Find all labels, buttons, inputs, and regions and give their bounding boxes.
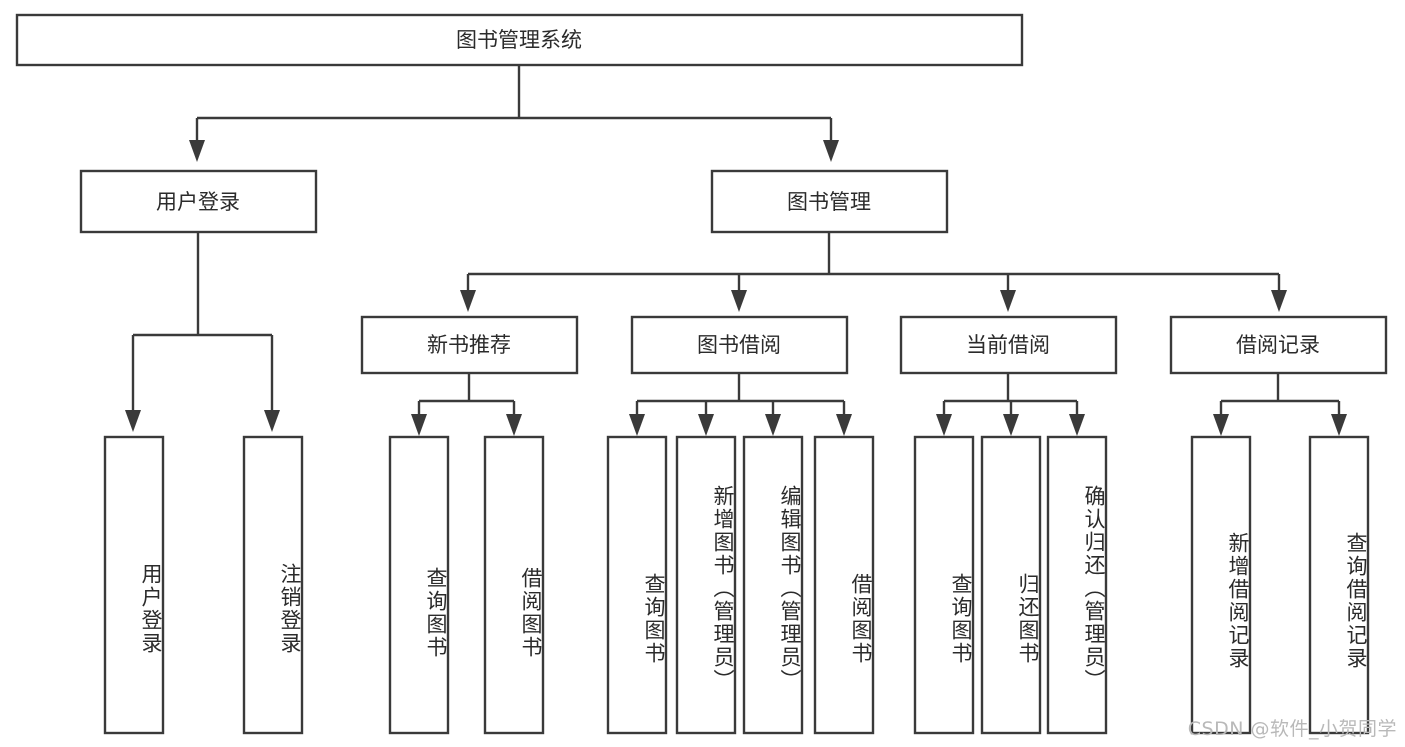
arrow-current-borrow-leaf-2 — [1003, 414, 1019, 436]
node-label-book-borrow: 图书借阅 — [697, 333, 781, 357]
arrow-to-book-mgmt — [823, 140, 839, 162]
leaf-box-current-borrow-2[interactable] — [980, 435, 1042, 735]
leaf-box-user-login-2[interactable] — [242, 435, 304, 735]
arrow-current-borrow-leaf-1 — [936, 414, 952, 436]
arrow-book-borrow-leaf-4 — [836, 414, 852, 436]
node-box-current-borrow[interactable] — [899, 315, 1118, 375]
arrow-book-borrow-leaf-3 — [765, 414, 781, 436]
arrow-to-book-borrow — [731, 290, 747, 312]
arrow-current-borrow-leaf-3 — [1069, 414, 1085, 436]
leaf-box-current-borrow-3[interactable] — [1046, 435, 1108, 735]
leaf-box-new-book-1[interactable] — [388, 435, 450, 735]
leaf-box-user-login-1[interactable] — [103, 435, 165, 735]
node-label-book-management: 图书管理 — [787, 190, 871, 214]
leaf-box-new-book-2[interactable] — [483, 435, 545, 735]
arrow-user-login-leaf-2 — [264, 410, 280, 432]
root-node-label: 图书管理系统 — [456, 28, 582, 52]
node-label-current-borrow: 当前借阅 — [966, 333, 1050, 357]
node-label-new-book-recommend: 新书推荐 — [427, 333, 511, 357]
arrow-user-login-leaf-1 — [125, 410, 141, 432]
arrow-to-current-borrow — [1000, 290, 1016, 312]
leaf-box-book-borrow-3[interactable] — [742, 435, 804, 735]
arrow-new-book-leaf-1 — [411, 414, 427, 436]
node-box-book-borrow[interactable] — [630, 315, 849, 375]
arrow-new-book-leaf-2 — [506, 414, 522, 436]
leaf-box-book-borrow-4[interactable] — [813, 435, 875, 735]
leaf-box-current-borrow-1[interactable] — [913, 435, 975, 735]
root-node-box[interactable] — [15, 13, 1024, 67]
node-box-new-book-recommend[interactable] — [360, 315, 579, 375]
arrow-to-new-book-recommend — [460, 290, 476, 312]
node-box-borrow-record[interactable] — [1169, 315, 1388, 375]
arrow-borrow-record-leaf-2 — [1331, 414, 1347, 436]
leaf-box-book-borrow-1[interactable] — [606, 435, 668, 735]
node-label-borrow-record: 借阅记录 — [1236, 333, 1320, 357]
arrow-book-borrow-leaf-1 — [629, 414, 645, 436]
leaf-box-borrow-record-1[interactable] — [1190, 435, 1252, 735]
arrow-to-borrow-record — [1271, 290, 1287, 312]
node-box-book-management[interactable] — [710, 169, 949, 234]
node-label-user-login: 用户登录 — [156, 190, 240, 214]
csdn-watermark: CSDN @软件_小贺同学 — [1187, 718, 1397, 740]
arrow-book-borrow-leaf-2 — [698, 414, 714, 436]
arrow-to-user-login — [189, 140, 205, 162]
leaf-box-borrow-record-2[interactable] — [1308, 435, 1370, 735]
arrow-borrow-record-leaf-1 — [1213, 414, 1229, 436]
leaf-box-book-borrow-2[interactable] — [675, 435, 737, 735]
